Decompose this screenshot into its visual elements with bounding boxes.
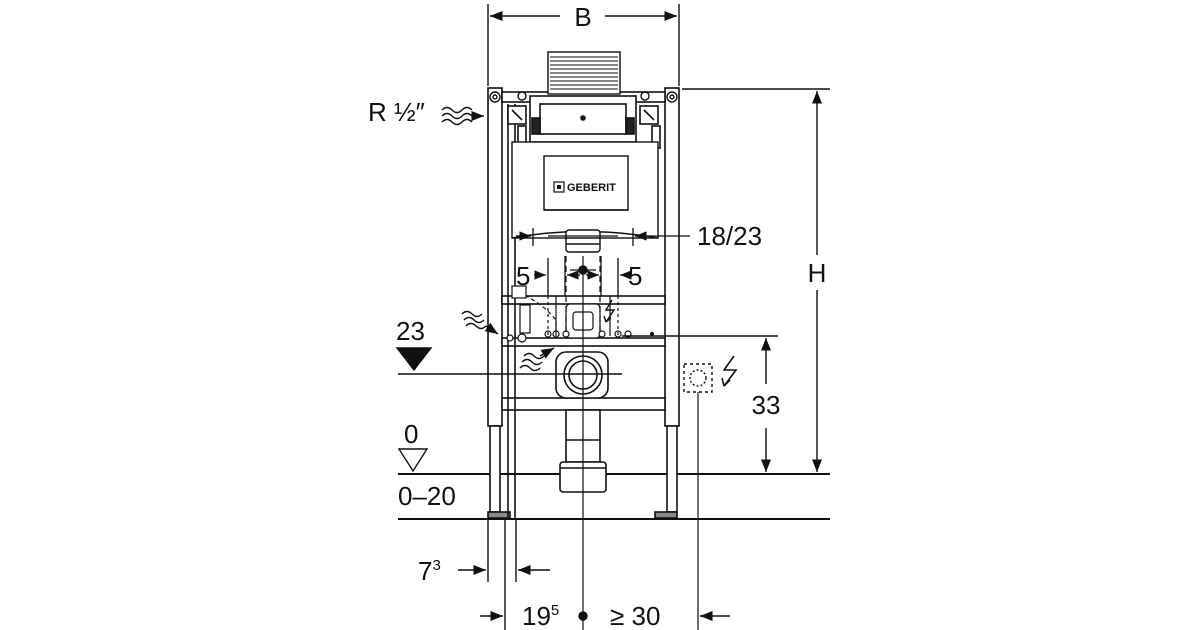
socket-height-label: 33 [752, 390, 781, 420]
water-connection-label: R ½″ [368, 97, 425, 127]
electrical-socket-box [683, 363, 713, 630]
electric-icon [721, 355, 738, 387]
width-label: B [574, 2, 591, 32]
dimension-width [487, 4, 680, 86]
water-wave-icon-drain [519, 347, 555, 372]
actuator-plate [547, 51, 621, 95]
floor-level-marker [397, 448, 429, 473]
height-label: H [808, 258, 827, 288]
frame-bolts [489, 91, 678, 103]
floor-range-label: 0–20 [398, 481, 456, 511]
axis-distance-label: 195 [522, 601, 559, 630]
drain-connection [555, 351, 609, 493]
flush-spacing-label: 18/23 [697, 221, 762, 251]
dimension-axis-distance [480, 520, 730, 630]
brand-text: GEBERIT [567, 182, 616, 194]
dimension-offsets [534, 256, 632, 296]
brand-logo: GEBERIT [553, 181, 616, 194]
right-offset-label: 5 [628, 261, 642, 291]
dimension-socket-height [622, 335, 778, 472]
min-distance-label: ≥ 30 [610, 601, 660, 630]
drain-height-marker [395, 347, 622, 375]
cistern-body [511, 141, 659, 239]
cistern-housing [507, 95, 661, 149]
electric-icon-small [603, 299, 616, 323]
dimension-frame-offset [458, 520, 550, 582]
dimension-flush-spacing [516, 228, 690, 246]
floor-level-label: 0 [404, 419, 418, 449]
dimension-height [682, 88, 830, 472]
water-wave-icon [441, 106, 484, 126]
drain-height-label: 23 [396, 316, 425, 346]
left-offset-label: 5 [516, 261, 530, 291]
water-wave-icon-lower-left [461, 310, 499, 335]
floor-lines [398, 473, 830, 520]
frame-offset-label: 73 [418, 556, 441, 586]
